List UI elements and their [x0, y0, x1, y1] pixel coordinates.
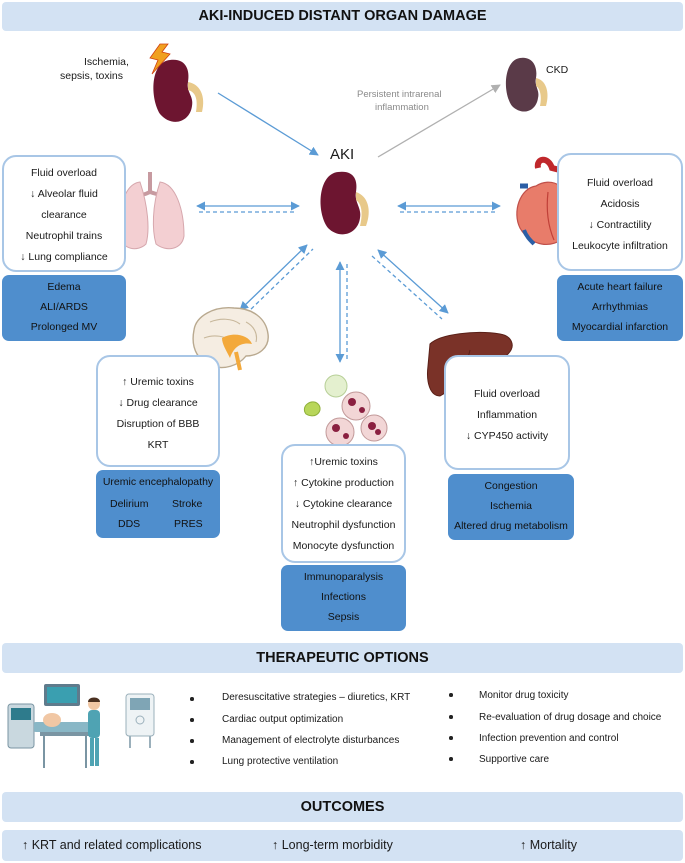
heart-outcome: Arrhythmias: [591, 301, 648, 313]
liver-outcome: Ischemia: [489, 500, 532, 512]
lung-mechanism: ↓ Alveolar fluid: [30, 188, 98, 200]
liver-outcomes-box: Congestion Ischemia Altered drug metabol…: [448, 474, 574, 540]
heart-outcome: Acute heart failure: [577, 281, 663, 293]
bullet-dot: [190, 718, 194, 722]
brain-icon: [192, 307, 269, 371]
therapy-item: Monitor drug toxicity: [479, 690, 569, 701]
ckd-label: CKD: [546, 64, 569, 76]
liver-mechanism: Fluid overload: [474, 388, 540, 400]
liver-mechanism: Inflammation: [476, 409, 538, 421]
brain-outcome: DDS: [118, 518, 141, 530]
brain-mechanism: ↑ Uremic toxins: [122, 376, 194, 388]
lung-outcomes-box: Edema ALI/ARDS Prolonged MV: [2, 275, 126, 341]
brain-mechanism: KRT: [147, 439, 169, 451]
heart-aki-arrow: [397, 201, 501, 213]
therapy-item: Cardiac output optimization: [222, 714, 344, 725]
outcome-item: ↑ Mortality: [520, 838, 577, 852]
outcome-item: ↑ Long-term morbidity: [272, 838, 393, 852]
therapy-item: Infection prevention and control: [479, 733, 619, 744]
lung-outcome: Edema: [47, 281, 81, 293]
lung-outcome: ALI/ARDS: [40, 301, 88, 313]
liver-mechanism: ↓ CYP450 activity: [465, 430, 549, 442]
brain-mechanism: Disruption of BBB: [116, 418, 200, 430]
immune-outcome: Sepsis: [327, 611, 360, 623]
brain-outcome: Delirium: [110, 498, 149, 510]
lung-mechanism: Neutrophil trains: [25, 230, 103, 242]
heart-mechanism: Leukocyte infiltration: [572, 240, 668, 252]
outcomes-strip: [2, 830, 683, 861]
ckd-edge-label-1: Persistent intrarenal: [357, 89, 442, 100]
ckd-kidney-icon: [505, 57, 548, 112]
heart-mechanism: Acidosis: [600, 198, 640, 210]
immune-outcome: Immunoparalysis: [303, 571, 384, 583]
brain-outcome-title: Uremic encephalopathy: [102, 476, 214, 488]
injured-kidney-icon: [149, 43, 204, 122]
icu-illustration: [7, 684, 155, 768]
immune-cells-icon: [304, 374, 388, 447]
therapy-item: Supportive care: [479, 754, 550, 765]
brain-aki-arrow: [239, 244, 314, 315]
lung-aki-arrow: [196, 201, 300, 213]
title-band: AKI-INDUCED DISTANT ORGAN DAMAGE: [2, 2, 683, 31]
therapy-item: Deresuscitative strategies – diuretics, …: [222, 692, 411, 703]
liver-outcome: Altered drug metabolism: [454, 520, 568, 532]
therapy-item: Lung protective ventilation: [222, 756, 339, 767]
brain-mechanisms-box: ↑ Uremic toxins ↓ Drug clearance Disrupt…: [96, 355, 220, 467]
immune-mechanism: Monocyte dysfunction: [292, 540, 395, 552]
heart-mechanism: ↓ Contractility: [588, 219, 652, 231]
heart-outcomes-box: Acute heart failure Arrhythmias Myocardi…: [557, 275, 683, 341]
immune-mechanism: Neutrophil dysfunction: [291, 519, 396, 531]
bullet-dot: [449, 715, 453, 719]
outcome-item: ↑ KRT and related complications: [22, 838, 202, 852]
outcomes-title: OUTCOMES: [300, 799, 385, 815]
bullet-dot: [190, 760, 194, 764]
causes-label-1: Ischemia,: [84, 56, 129, 68]
immune-mechanisms-box: ↑Uremic toxins ↑ Cytokine production ↓ C…: [281, 444, 406, 563]
lung-outcome: Prolonged MV: [30, 321, 98, 333]
bullet-dot: [449, 757, 453, 761]
immune-mechanism: ↑Uremic toxins: [309, 456, 378, 468]
aki-to-ckd-arrow: [377, 84, 501, 158]
page-title: AKI-INDUCED DISTANT ORGAN DAMAGE: [198, 8, 487, 24]
outcomes-band: OUTCOMES: [2, 792, 683, 822]
immune-mechanism: ↑ Cytokine production: [293, 477, 394, 489]
bullet-dot: [190, 697, 194, 701]
causes-label-2: sepsis, toxins: [60, 70, 124, 82]
lung-mechanism: clearance: [41, 209, 87, 221]
lung-mechanisms-box: Fluid overload ↓ Alveolar fluid clearanc…: [2, 155, 126, 272]
immune-outcomes-box: Immunoparalysis Infections Sepsis: [281, 565, 406, 631]
brain-outcomes-box: Uremic encephalopathy Delirium DDS Strok…: [96, 470, 220, 538]
bullet-dot: [449, 736, 453, 740]
ckd-edge-label-2: inflammation: [375, 102, 429, 113]
brain-outcome: Stroke: [172, 498, 203, 510]
therapeutic-band: THERAPEUTIC OPTIONS: [2, 643, 683, 673]
heart-mechanism: Fluid overload: [587, 177, 653, 189]
immune-mechanism: ↓ Cytokine clearance: [294, 498, 393, 510]
causes-to-aki-arrow: [217, 92, 319, 156]
liver-mechanisms-box: Fluid overload Inflammation ↓ CYP450 act…: [444, 355, 570, 470]
liver-outcome: Congestion: [484, 480, 538, 492]
lung-mechanism: ↓ Lung compliance: [20, 251, 108, 263]
brain-mechanism: ↓ Drug clearance: [118, 397, 198, 409]
brain-outcome: PRES: [174, 518, 203, 530]
heart-outcome: Myocardial infarction: [571, 321, 669, 333]
therapeutic-title: THERAPEUTIC OPTIONS: [256, 650, 429, 666]
bullet-dot: [190, 739, 194, 743]
central-kidney-icon: [320, 171, 369, 235]
therapy-item: Management of electrolyte disturbances: [222, 735, 400, 746]
therapy-item: Re-evaluation of drug dosage and choice: [479, 712, 662, 723]
bullet-dot: [449, 693, 453, 697]
immune-outcome: Infections: [321, 591, 366, 603]
aki-label: AKI: [330, 146, 355, 163]
lung-mechanism: Fluid overload: [31, 167, 97, 179]
heart-mechanisms-box: Fluid overload Acidosis ↓ Contractility …: [557, 153, 683, 271]
lungs-icon: [119, 172, 185, 250]
immune-aki-arrow: [335, 261, 348, 363]
liver-aki-arrow: [371, 249, 449, 320]
